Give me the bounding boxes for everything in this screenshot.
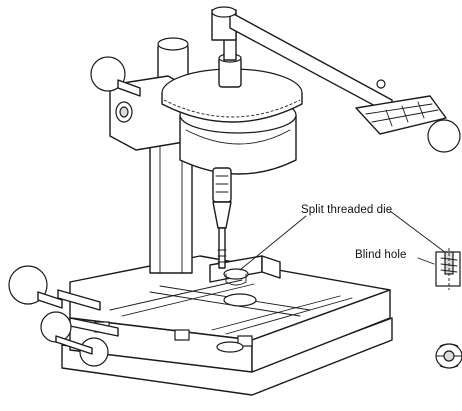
leader-lines (239, 210, 451, 271)
split-threaded-die-label: Split threaded die (301, 204, 393, 216)
machine-base (57, 255, 393, 396)
chuck-and-tap (212, 167, 232, 269)
blind-hole-detail (435, 248, 461, 290)
overhead-arm (211, 6, 461, 153)
spindle-head (161, 29, 303, 175)
clamp-handles (8, 265, 109, 367)
split-threaded-die (223, 268, 249, 286)
split-die-detail (435, 343, 462, 369)
blind-hole-label: Blind hole (355, 249, 407, 261)
